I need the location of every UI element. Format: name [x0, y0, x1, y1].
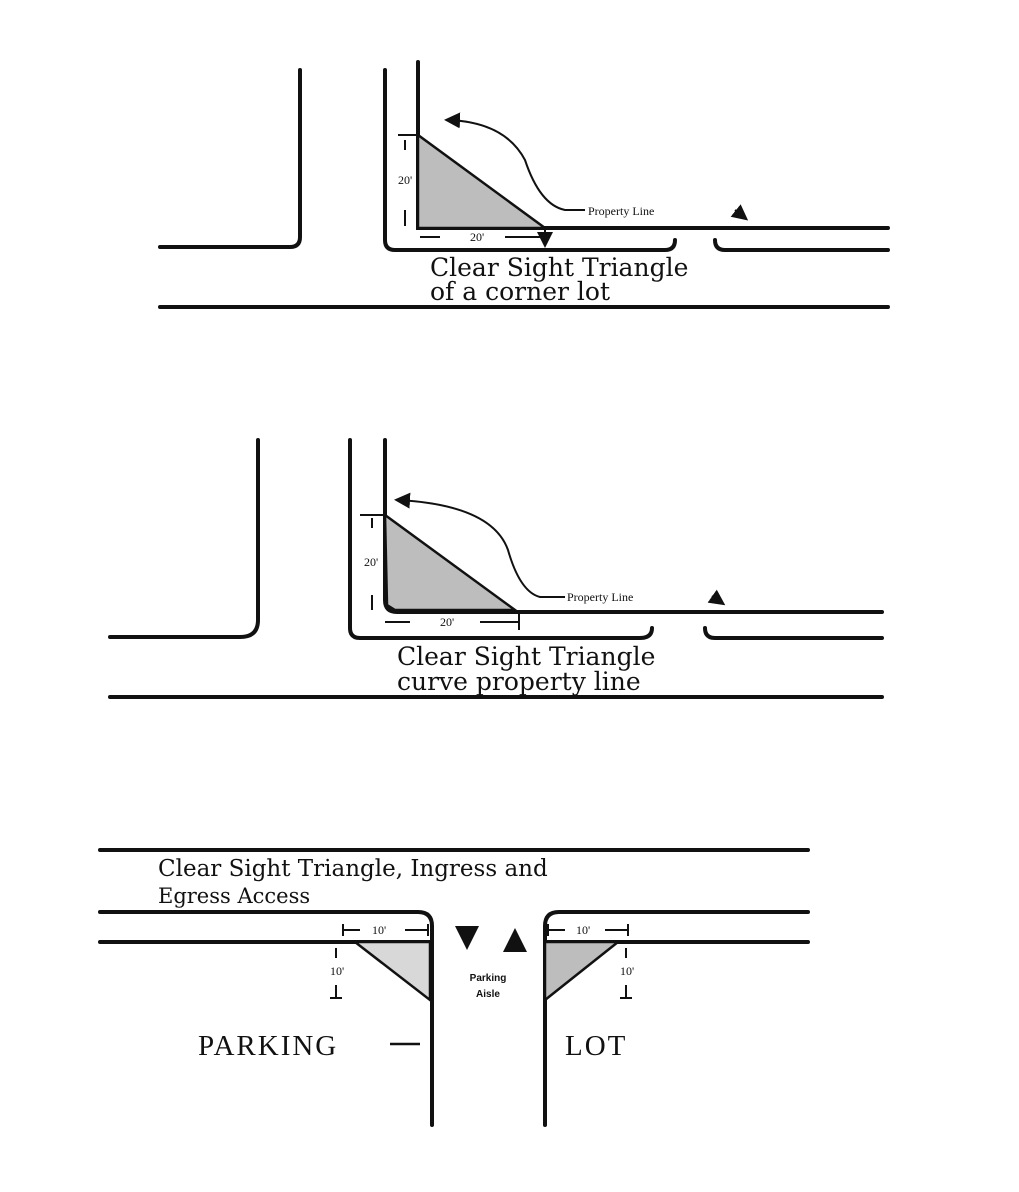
road-edge-right — [713, 238, 890, 252]
right-dim-horizontal — [547, 924, 629, 936]
left-dim-horizontal-label: 10' — [372, 923, 386, 937]
corner-lot-diagram: 20' 20' Property Line Clear Sight Triang… — [158, 60, 890, 309]
right-sight-triangle — [543, 940, 622, 1003]
left-sight-triangle — [351, 940, 432, 1003]
parking-label: PARKING — [198, 1030, 338, 1062]
dim-vertical-label: 20' — [364, 555, 378, 569]
left-road-edge — [108, 438, 260, 639]
sight-triangle — [383, 512, 519, 612]
property-line-pointer-arrow — [394, 492, 565, 598]
dim-horizontal-label: 20' — [470, 230, 484, 244]
road-edge — [348, 438, 654, 640]
diagram-title-line1: Clear Sight Triangle — [430, 253, 688, 282]
property-line-label: Property Line — [567, 590, 633, 604]
left-dim-vertical — [330, 948, 342, 999]
sight-triangle — [416, 132, 549, 230]
diagram-title-line2: curve property line — [397, 667, 641, 696]
right-driveway-edge — [543, 910, 810, 1127]
road-edge — [383, 68, 677, 252]
road-edge-right — [703, 626, 884, 640]
diagram-title-line1: Clear Sight Triangle — [397, 642, 655, 671]
property-line-arrow-icon — [707, 589, 726, 606]
left-road-edge — [158, 68, 302, 249]
dimension-lines — [360, 514, 520, 630]
dim-vertical-label: 20' — [398, 173, 412, 187]
dimension-lines — [398, 134, 545, 244]
lot-label: LOT — [565, 1030, 627, 1062]
right-dim-vertical — [620, 948, 632, 999]
curve-property-line-diagram: 20' 20' Property Line Clear Sight Triang… — [108, 438, 884, 699]
property-line-arrow-icon — [730, 204, 749, 221]
dim-horizontal-label: 20' — [440, 615, 454, 629]
property-line-pointer-arrow — [444, 112, 585, 211]
diagram-title-line1: Clear Sight Triangle, Ingress and — [158, 856, 548, 882]
ingress-egress-diagram: Clear Sight Triangle, Ingress and Egress… — [98, 848, 810, 1127]
right-dim-vertical-label: 10' — [620, 964, 634, 978]
left-dim-vertical-label: 10' — [330, 964, 344, 978]
right-dim-horizontal-label: 10' — [576, 923, 590, 937]
diagram-title-line2: of a corner lot — [430, 277, 610, 306]
curved-property-line — [383, 438, 884, 614]
parking-aisle-label-line2: Aisle — [476, 989, 500, 1000]
left-dim-horizontal — [342, 924, 429, 936]
diagram-title-line2: Egress Access — [158, 884, 310, 908]
property-line-label: Property Line — [588, 204, 654, 218]
parking-aisle-label-line1: Parking — [470, 973, 507, 984]
left-driveway-edge — [98, 910, 434, 1127]
